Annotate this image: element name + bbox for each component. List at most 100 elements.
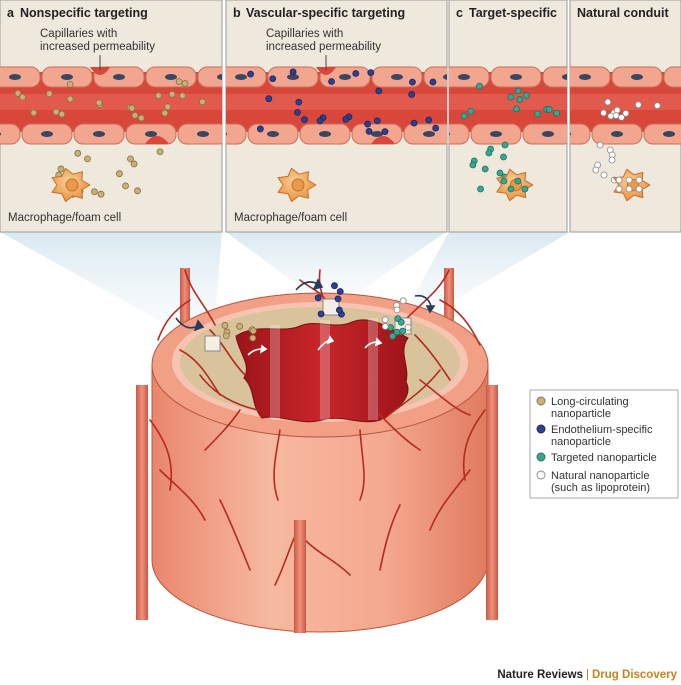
nanoparticle bbox=[476, 82, 483, 90]
nanoparticle bbox=[600, 109, 607, 117]
nanoparticle bbox=[175, 78, 183, 85]
capillary-label: increased permeability bbox=[40, 41, 155, 53]
capillary-label: increased permeability bbox=[266, 41, 381, 53]
nanoparticle bbox=[625, 176, 633, 184]
cell-nucleus bbox=[570, 132, 571, 136]
nanoparticle bbox=[615, 176, 623, 184]
vessel-branch bbox=[159, 469, 206, 521]
nanoparticle bbox=[481, 165, 489, 173]
nanoparticle bbox=[236, 322, 244, 330]
vessel-branch bbox=[304, 539, 351, 576]
nanoparticle bbox=[269, 75, 277, 83]
legend-swatch bbox=[536, 424, 546, 434]
legend-label: nanoparticle bbox=[551, 436, 611, 448]
cell-nucleus bbox=[93, 131, 105, 137]
nanoparticle bbox=[74, 149, 82, 157]
panel-title-text: Vascular-specific targeting bbox=[246, 6, 405, 20]
vessel-branch bbox=[439, 299, 481, 346]
nanoparticle bbox=[328, 78, 335, 85]
nanoparticle bbox=[399, 327, 407, 335]
endothelial-cell bbox=[542, 66, 567, 88]
vessel-branch bbox=[462, 409, 486, 481]
nanoparticle bbox=[635, 176, 643, 184]
nanoparticle bbox=[625, 185, 633, 193]
vessel-branch bbox=[359, 429, 365, 501]
zoom-window-a bbox=[204, 335, 221, 352]
nanoparticle bbox=[596, 141, 604, 149]
endothelial-cell bbox=[643, 123, 681, 145]
lumen bbox=[235, 319, 409, 423]
cell-nucleus bbox=[165, 74, 177, 80]
vasa-vasorum-post bbox=[486, 385, 498, 620]
cell-nucleus bbox=[423, 131, 435, 137]
endothelial-cell bbox=[226, 123, 247, 145]
panel-title-text: Nonspecific targeting bbox=[20, 6, 148, 20]
cell-nucleus bbox=[319, 131, 331, 137]
legend-label: Natural nanoparticle bbox=[551, 470, 649, 482]
top-nanoparticles bbox=[221, 282, 412, 342]
panel-letter: b bbox=[233, 6, 241, 20]
panel-title-text: Target-specific bbox=[469, 6, 557, 20]
nanoparticle bbox=[97, 190, 105, 198]
nanoparticle bbox=[516, 96, 524, 103]
cell-nucleus bbox=[391, 74, 403, 80]
nanoparticle bbox=[507, 185, 515, 193]
nanoparticle bbox=[618, 114, 625, 121]
macrophage-label: Macrophage/foam cell bbox=[8, 212, 121, 224]
nanoparticle bbox=[45, 90, 53, 98]
nanoparticle bbox=[496, 169, 504, 177]
panel-letter: a bbox=[7, 6, 15, 20]
vessel-branch bbox=[199, 374, 259, 411]
vessel-branch bbox=[414, 334, 451, 381]
nanoparticle bbox=[116, 170, 123, 178]
nanoparticle bbox=[600, 171, 608, 179]
legend-item: Targeted nanoparticle bbox=[536, 452, 657, 464]
nanoparticle bbox=[653, 102, 661, 109]
nanoparticle bbox=[95, 99, 103, 107]
nanoparticle bbox=[122, 182, 129, 190]
nanoparticle bbox=[301, 116, 308, 124]
nanoparticle bbox=[389, 332, 396, 340]
nanoparticle bbox=[334, 295, 342, 303]
nanoparticle bbox=[514, 87, 522, 95]
nanoparticle bbox=[131, 112, 139, 119]
nanoparticle bbox=[222, 332, 230, 340]
vessel-branch bbox=[184, 269, 216, 326]
cell-nucleus bbox=[145, 131, 157, 137]
nanoparticle bbox=[331, 282, 338, 290]
nanoparticle bbox=[57, 165, 65, 173]
legend-swatch bbox=[536, 452, 546, 462]
panel-natural-conduit: Natural conduit bbox=[569, 0, 681, 233]
legend-label: Long-circulating bbox=[551, 396, 629, 408]
nanoparticle bbox=[485, 149, 493, 157]
legend-swatch bbox=[536, 396, 546, 406]
zoom-beams bbox=[0, 232, 570, 343]
nanoparticle bbox=[501, 141, 509, 149]
nanoparticle bbox=[364, 120, 372, 128]
endothelial-cell bbox=[663, 66, 681, 88]
cell-nucleus bbox=[235, 74, 247, 80]
vessel-branch bbox=[219, 499, 251, 571]
nanoparticle bbox=[460, 112, 468, 120]
nanoparticle bbox=[381, 323, 389, 330]
nanoparticle bbox=[608, 156, 616, 164]
nanoparticle bbox=[467, 107, 475, 115]
nanoparticle bbox=[381, 316, 389, 324]
panel-b: b Vascular-specific targetingCapillaries … bbox=[225, 0, 448, 233]
circulation-arrows bbox=[175, 278, 436, 332]
endothelial-cell bbox=[449, 123, 470, 145]
cell-nucleus bbox=[542, 131, 554, 137]
nanoparticle bbox=[199, 98, 206, 106]
cell-nucleus bbox=[197, 131, 209, 137]
capillary-label: Capillaries with bbox=[266, 28, 343, 40]
nanoparticle bbox=[432, 124, 440, 132]
nanoparticle bbox=[161, 109, 169, 117]
nanoparticle bbox=[155, 92, 162, 99]
cell-nucleus bbox=[0, 132, 1, 136]
legend-item: Natural nanoparticle(such as lipoprotein… bbox=[536, 470, 650, 494]
vessel-branch bbox=[384, 369, 441, 419]
nanoparticle bbox=[130, 160, 138, 168]
nanoparticle bbox=[295, 98, 303, 106]
